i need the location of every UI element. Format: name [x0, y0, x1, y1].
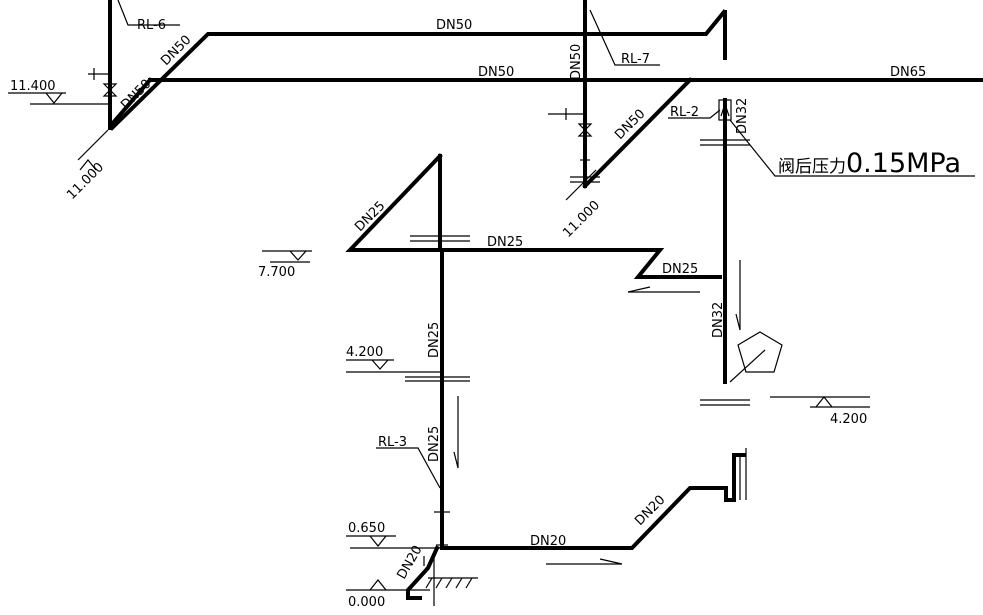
pipe-rl6-dn50-upper: [109, 32, 587, 131]
elevation-label-11400: 11.400: [10, 79, 56, 94]
pressure-reducing-valve-icon: [718, 99, 732, 121]
leader-pressure-note: [729, 119, 975, 177]
elevation-label-4200-left: 4.200: [346, 345, 383, 360]
riser-label-rl6: RL-6: [137, 18, 166, 33]
pipe-rl6-offset: [109, 77, 153, 127]
elevation-marker-11400: 11.400: [8, 79, 110, 105]
elevation-marker-4200-left: 4.200: [346, 345, 442, 373]
valve-icon-rl7: [548, 108, 593, 161]
leader-rl2: [668, 109, 721, 119]
elevation-marker-0650: 0.650: [346, 521, 440, 549]
pipe-size-label-dn50-top: DN50: [436, 18, 472, 33]
leader-rl6: [117, 0, 180, 26]
pentagon-device-icon: [729, 331, 783, 383]
elevation-marker-0000: 0.000: [346, 579, 430, 610]
pipe-size-label-dn65: DN65: [890, 65, 926, 80]
ground-hatch-icon: [423, 556, 478, 606]
pressure-note-prefix: 阀后压力: [778, 157, 846, 177]
elevation-label-11000-left: 11.000: [64, 160, 107, 203]
pipe-size-label-dn25-vertical-upper: DN25: [427, 322, 442, 358]
leader-rl3: [376, 447, 441, 489]
pipe-dn25-horizontal: [438, 248, 722, 279]
pipe-dn25-triangle: [345, 153, 443, 252]
pipe-dn20-bottom: [440, 486, 728, 550]
elevation-marker-11000-right: 11.000: [560, 169, 603, 241]
elevation-label-0650: 0.650: [348, 521, 385, 536]
pipe-dn20-end-riser: [724, 453, 746, 502]
elevation-label-7700: 7.700: [258, 265, 295, 280]
elevation-marker-4200-right: 4.200: [770, 396, 870, 427]
pressure-note: 阀后压力0.15MPa: [778, 148, 961, 179]
pressure-note-value: 0.15MPa: [846, 148, 961, 179]
pipe-size-label-dn20-diag: DN20: [632, 493, 668, 529]
flow-arrows: [453, 260, 741, 565]
pipe-size-label-dn25-horizontal: DN25: [487, 235, 523, 250]
pipe-size-label-dn20-horizontal: DN20: [530, 534, 566, 549]
pipe-size-label-dn50-vertical: DN50: [569, 44, 584, 80]
riser-label-rl3: RL-3: [378, 435, 407, 450]
pipe-rl7-diagonal-dn50: [582, 77, 693, 189]
leader-rl7: [589, 9, 660, 66]
elevation-label-0000: 0.000: [348, 595, 385, 610]
sleeve-marks: [405, 139, 750, 546]
riser-label-rl2: RL-2: [670, 105, 699, 120]
riser-label-rl7: RL-7: [621, 52, 650, 67]
pipe-size-label-dn25-right: DN25: [662, 262, 698, 277]
valve-icon-rl6: [88, 68, 118, 97]
end-cap-icon: [739, 448, 747, 500]
elevation-marker-7700: 7.700: [258, 250, 312, 280]
elevation-label-4200-right: 4.200: [830, 412, 867, 427]
pipe-size-label-dn32-upper: DN32: [735, 98, 750, 134]
pipe-size-label-dn50-diag-lower: DN50: [118, 77, 154, 113]
pipe-size-label-dn50-mid: DN50: [478, 65, 514, 80]
elevation-label-11000-right: 11.000: [560, 198, 603, 241]
pipe-size-label-dn25-vertical-lower: DN25: [427, 426, 442, 462]
pipe-size-label-dn32-lower: DN32: [711, 302, 726, 338]
elevation-marker-11000-left: 11.000: [64, 129, 109, 203]
pipe-rl7-upper-branch: [583, 9, 727, 36]
